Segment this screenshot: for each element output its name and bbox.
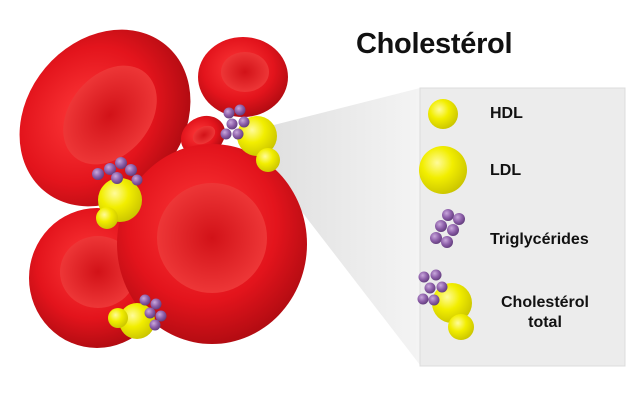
total-cholesterol-icon: [92, 157, 143, 229]
ldl-particle-icon: [419, 146, 467, 194]
total-cholesterol-icon: [417, 269, 474, 340]
red-blood-cell-icon: [19, 29, 191, 207]
legend-label-ldl: LDL: [490, 162, 522, 179]
total-cholesterol-icon: [220, 104, 280, 172]
triglyceride-cluster-icon: [430, 209, 465, 248]
diagram-title: Cholestérol: [356, 28, 513, 60]
legend-label-total-line1: Cholestérol: [500, 294, 589, 311]
hdl-particle-icon: [428, 99, 458, 129]
legend-label-hdl: HDL: [490, 105, 523, 122]
total-cholesterol-icon: [108, 294, 167, 339]
red-blood-cell-icon: [198, 37, 288, 117]
legend-label-total-line2: total: [528, 314, 562, 331]
legend-label-triglycerides: Triglycérides: [490, 231, 589, 248]
legend-label-total-cholesterol: Cholestérol total: [490, 293, 600, 333]
red-blood-cell-icon: [117, 144, 307, 344]
